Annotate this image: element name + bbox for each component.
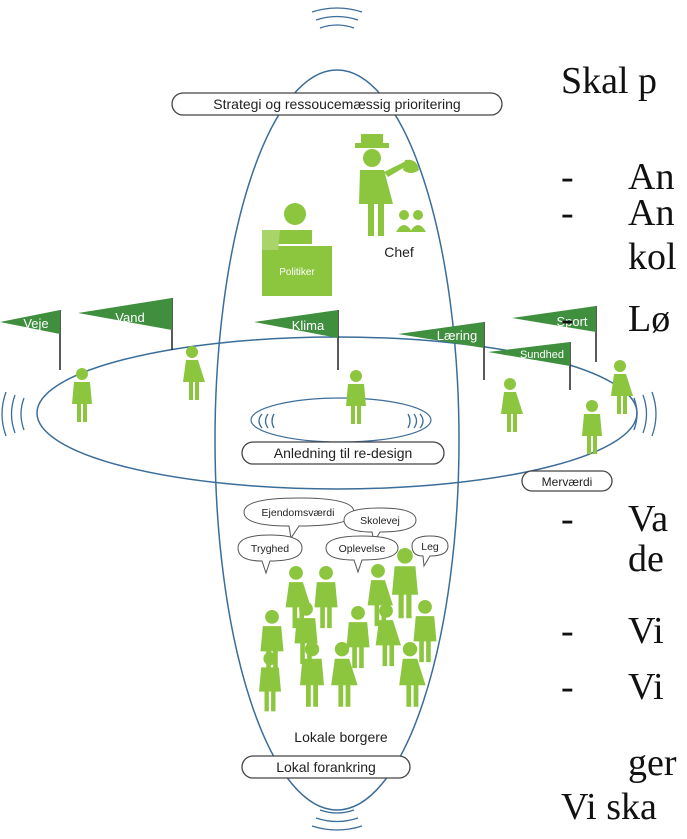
- flag-label-sport: Sport: [556, 314, 587, 329]
- top-pill-label: Strategi og ressoucemæssig prioritering: [213, 96, 460, 112]
- slide-line-2: An: [628, 156, 675, 198]
- slide-line-7b: ger: [628, 742, 677, 784]
- slide-line-3b: kol: [628, 236, 677, 278]
- flag-label-laering: Læring: [437, 328, 477, 343]
- flag-label-klima: Klima: [292, 318, 325, 333]
- citizens-label: Lokale borgere: [294, 729, 388, 745]
- slide-line-5: Va: [628, 498, 669, 540]
- bottom-pill-label: Lokal forankring: [276, 759, 376, 775]
- flag-laering: Læring: [398, 322, 485, 380]
- citizens-crowd: [259, 548, 437, 712]
- bubble-oplevelse: Oplevelse: [325, 535, 399, 574]
- bubble-ejendomsvaerdi: Ejendomsværdi: [243, 497, 355, 540]
- flag-label-vand: Vand: [115, 310, 144, 325]
- flag-vand: Vand: [78, 298, 173, 350]
- bottom-pill: Lokal forankring: [241, 755, 411, 779]
- svg-text:Ejendomsværdi: Ejendomsværdi: [262, 507, 335, 519]
- svg-text:Tryghed: Tryghed: [251, 543, 289, 555]
- chef-label: Chef: [384, 244, 414, 260]
- chef-figure: [355, 134, 426, 236]
- slide-line-5b: de: [628, 538, 664, 580]
- svg-text:Leg: Leg: [421, 541, 439, 553]
- middle-pill-label: Anledning til re-design: [274, 445, 413, 461]
- flag-klima: Klima: [254, 310, 339, 370]
- politiker-label: Politiker: [279, 267, 315, 278]
- vertical-ellipse: [214, 69, 460, 811]
- svg-text:Skolevej: Skolevej: [360, 515, 400, 527]
- politiker-figure: [262, 203, 332, 296]
- slide-line-1: Skal p: [561, 60, 658, 102]
- flag-veje: Veje: [0, 310, 61, 370]
- bullet-dash-4: -: [561, 498, 574, 540]
- bubble-leg: Leg: [411, 535, 449, 568]
- flag-label-veje: Veje: [23, 316, 48, 331]
- bullet-dash-1: -: [561, 156, 574, 198]
- slide-line-4: Lø: [628, 298, 671, 340]
- flag-sport: Sport: [512, 306, 597, 362]
- flag-label-sundhed: Sundhed: [520, 349, 564, 361]
- bullet-dash-5: -: [561, 610, 574, 652]
- right-pill-label: Merværdi: [542, 475, 593, 489]
- bubble-skolevej: Skolevej: [343, 507, 417, 544]
- resonance-arcs: [1, 7, 657, 831]
- speech-bubbles: Ejendomsværdi Skolevej Tryghed Oplevelse…: [237, 497, 449, 575]
- bullet-dash-2: -: [561, 192, 574, 234]
- slide-line-7: Vi: [628, 666, 664, 708]
- right-pill: Merværdi: [521, 470, 613, 492]
- svg-text:Oplevelse: Oplevelse: [339, 543, 386, 555]
- slide-line-8: Vi ska: [561, 786, 657, 828]
- inner-ring: [250, 397, 432, 443]
- bullet-dash-6: -: [561, 666, 574, 708]
- middle-pill: Anledning til re-design: [241, 441, 445, 465]
- bullet-dash-3: -: [561, 298, 574, 340]
- slide-line-6: Vi: [628, 610, 664, 652]
- bubble-tryghed: Tryghed: [237, 534, 303, 575]
- flag-sundhed: Sundhed: [488, 342, 571, 390]
- top-pill: Strategi og ressoucemæssig prioritering: [171, 92, 503, 116]
- slide-line-3: An: [628, 192, 675, 234]
